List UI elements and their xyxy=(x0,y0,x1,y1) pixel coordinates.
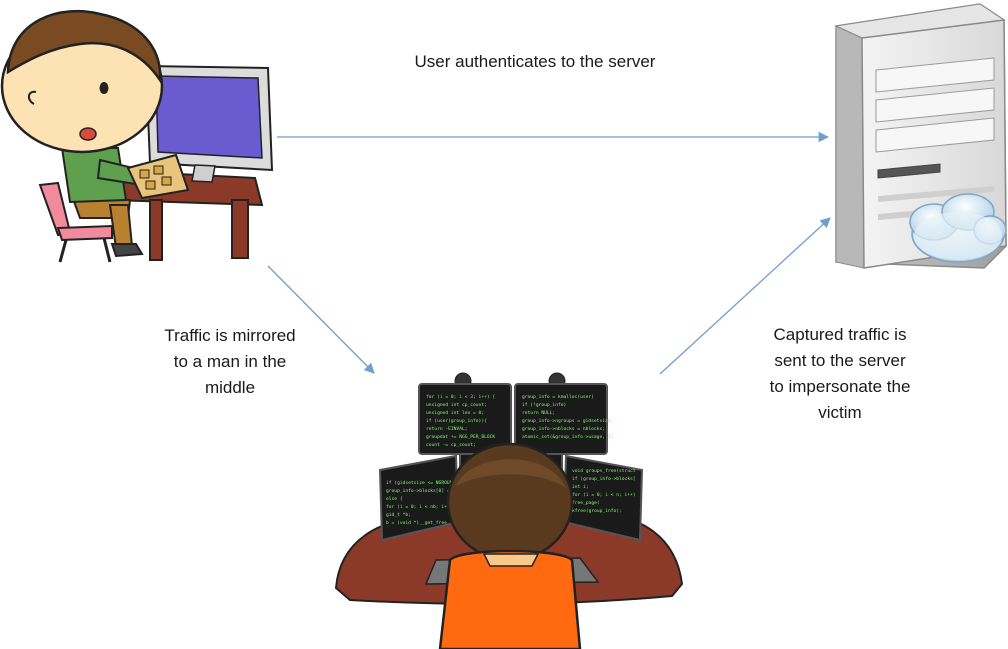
auth-label: User authenticates to the server xyxy=(414,52,656,71)
svg-text:return -EINVAL;: return -EINVAL; xyxy=(426,426,468,432)
svg-text:void groups_free(struct: void groups_free(struct xyxy=(572,468,636,474)
svg-text:if (group_info->blocks[: if (group_info->blocks[ xyxy=(572,476,636,482)
svg-text:return NULL;: return NULL; xyxy=(522,410,555,416)
mirror-label: Traffic is mirrored to a man in the midd… xyxy=(120,323,340,401)
svg-text:for (i = 0; i < nb; i++) {: for (i = 0; i < nb; i++) { xyxy=(386,504,458,510)
hacker-at-monitors-icon: for (i = 0; i < 3; i++) { unsigned int c… xyxy=(334,372,684,649)
replay-label-line: Captured traffic is xyxy=(773,325,907,344)
svg-text:group_info->blocks[0] = gr: group_info->blocks[0] = gr xyxy=(386,488,458,494)
svg-text:else {: else { xyxy=(386,496,403,502)
mirror-label-line: middle xyxy=(204,378,256,397)
svg-text:group_info->ngroups = gidsetsi: group_info->ngroups = gidsetsize; xyxy=(522,418,613,424)
svg-text:unsigned int cp_count;: unsigned int cp_count; xyxy=(426,402,487,408)
svg-text:if (user(group_info)){: if (user(group_info)){ xyxy=(426,418,487,424)
replay-label: Captured traffic is sent to the server t… xyxy=(735,322,945,426)
svg-text:int i;: int i; xyxy=(572,484,589,490)
mirror-label-line: to a man in the xyxy=(173,352,287,371)
svg-text:if (!group_info): if (!group_info) xyxy=(522,402,566,408)
svg-text:gid_t *b;: gid_t *b; xyxy=(386,512,411,518)
svg-text:count -= cp_count;: count -= cp_count; xyxy=(426,442,476,448)
svg-text:kfree(group_info);: kfree(group_info); xyxy=(572,508,622,514)
svg-text:for (i = 0; i < n; i++): for (i = 0; i < n; i++) xyxy=(572,492,636,498)
svg-text:if (gidsetsize <= NGROUPS_SMAL: if (gidsetsize <= NGROUPS_SMALL) xyxy=(386,480,475,486)
replay-label-line: victim xyxy=(818,403,862,422)
replay-label-line: to impersonate the xyxy=(769,377,911,396)
cloud-icon xyxy=(909,193,1007,263)
svg-text:unsigned int len = 0;: unsigned int len = 0; xyxy=(426,410,484,416)
user-at-computer-icon xyxy=(0,10,274,263)
svg-text:b = (void *)__get_free: b = (void *)__get_free xyxy=(386,520,447,526)
svg-text:group_info = kmalloc(user): group_info = kmalloc(user) xyxy=(522,394,594,400)
mirror-label-line: Traffic is mirrored xyxy=(164,326,296,345)
svg-text:groupdat += NGG_PER_BLOCK: groupdat += NGG_PER_BLOCK xyxy=(426,434,495,440)
svg-text:group_info->nblocks = nblocks;: group_info->nblocks = nblocks; xyxy=(522,426,605,432)
svg-text:free_page(: free_page( xyxy=(572,500,600,506)
svg-text:atomic_set(&group_info->usage,: atomic_set(&group_info->usage, 1) xyxy=(522,434,613,440)
mirror-arrow xyxy=(267,265,375,374)
svg-text:for (i = 0; i < 3; i++) {: for (i = 0; i < 3; i++) { xyxy=(426,394,495,400)
replay-arrow xyxy=(659,217,831,375)
replay-label-line: sent to the server xyxy=(774,351,906,370)
